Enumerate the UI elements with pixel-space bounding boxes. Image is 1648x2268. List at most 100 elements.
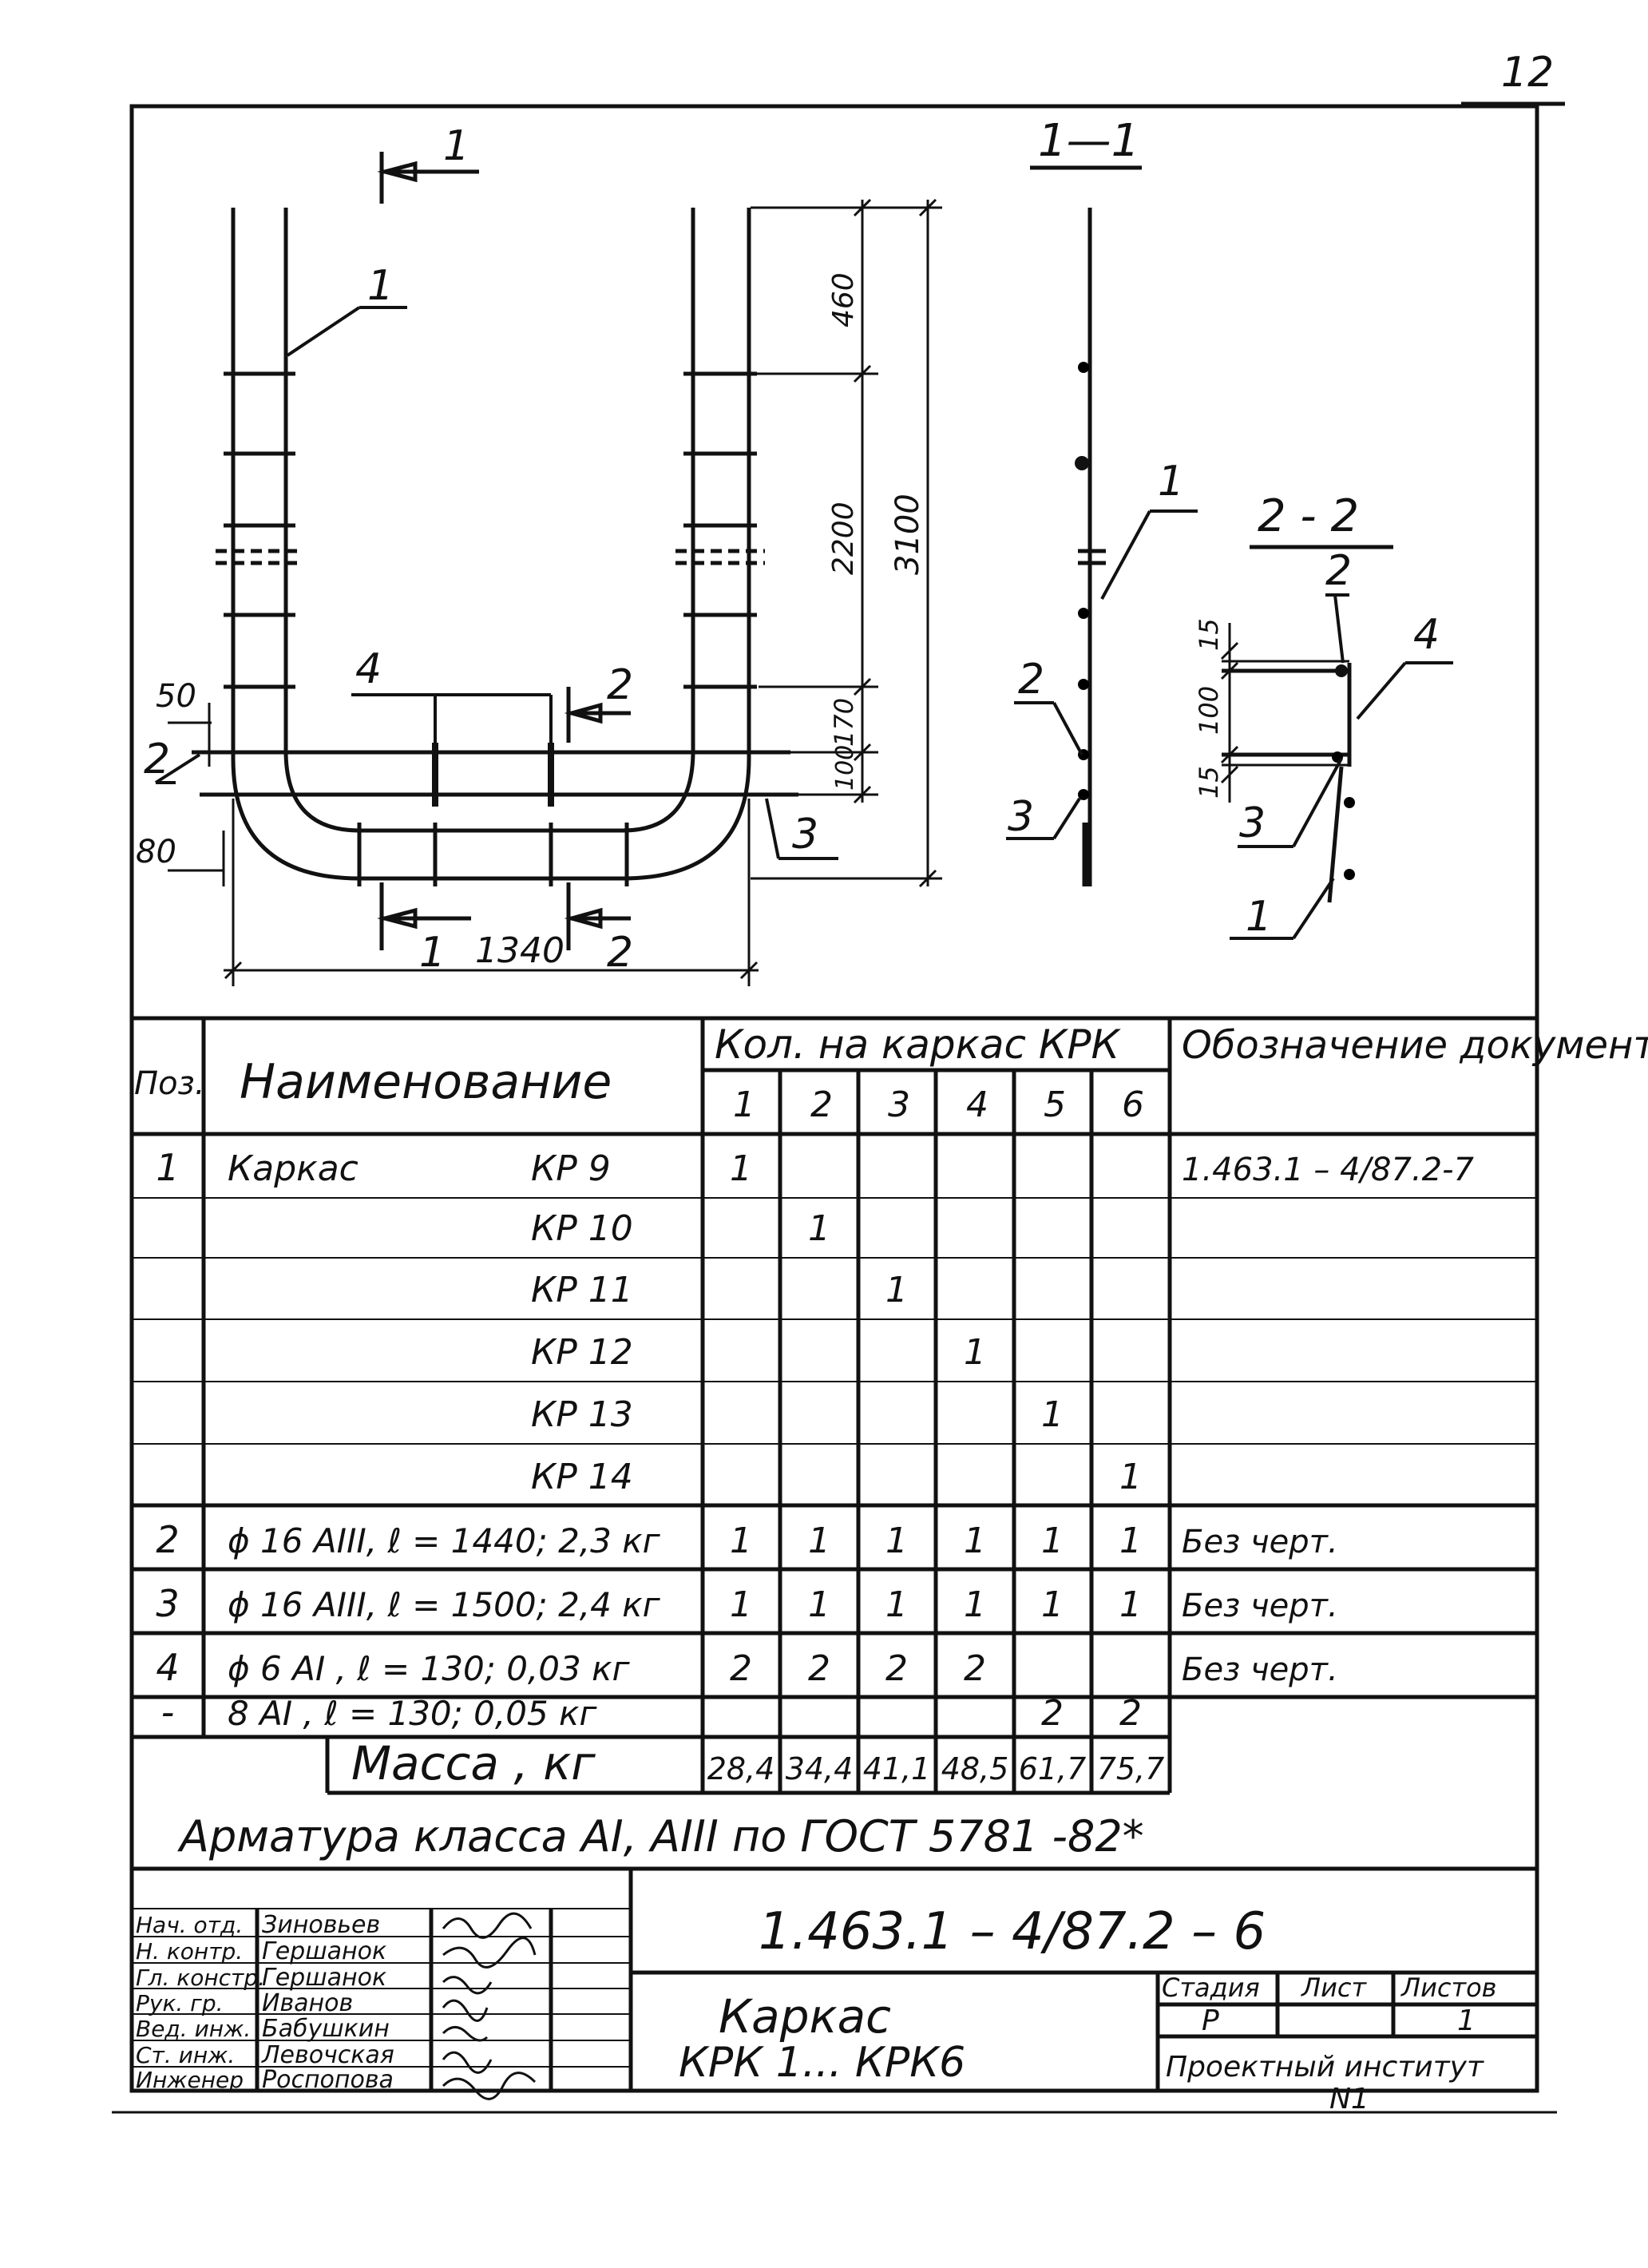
mass-value: 41,1 bbox=[863, 1751, 931, 1786]
section-1-1-title: 1—1 bbox=[1038, 115, 1139, 167]
spec-col-3: 3 bbox=[888, 1084, 910, 1125]
staff-name: Гершанок bbox=[262, 1964, 386, 1992]
staff-role: Инженер bbox=[136, 2067, 244, 2093]
dim-15-bottom: 15 bbox=[1194, 766, 1224, 799]
staff-name: Бабушкин bbox=[262, 2015, 390, 2043]
spec-row-pos: 3 bbox=[156, 1582, 179, 1625]
spec-row-qty: 1 bbox=[730, 1584, 752, 1625]
spec-row-qty: 1 bbox=[808, 1208, 830, 1249]
reinforcement-note: Арматура класса AI, AIII по ГОСТ 5781 -8… bbox=[177, 1811, 1144, 1862]
spec-row-mark: КР 11 bbox=[531, 1270, 633, 1310]
spec-col-1: 1 bbox=[733, 1084, 755, 1125]
dim-100: 100 bbox=[831, 745, 859, 791]
section-2-2-title: 2 - 2 bbox=[1258, 490, 1359, 542]
spec-header-cols: 1 2 3 4 5 6 bbox=[733, 1084, 1144, 1125]
spec-row-pos: 2 bbox=[156, 1518, 179, 1561]
staff-role: Н. контр. bbox=[136, 1938, 243, 1965]
staff-role: Вед. инж. bbox=[136, 2016, 251, 2042]
cut-label-2-bottom: 2 bbox=[607, 929, 633, 977]
spec-row-doc: Без черт. bbox=[1182, 1651, 1338, 1688]
title-line-1: Каркас bbox=[719, 1989, 891, 2044]
staff-name: Гершанок bbox=[262, 1937, 386, 1965]
sheets-label: Листов bbox=[1400, 1973, 1497, 2003]
section-2-2-label-2: 2 bbox=[1325, 547, 1352, 595]
spec-row-qty: 2 bbox=[964, 1648, 986, 1689]
dim-3100: 3100 bbox=[889, 494, 926, 575]
spec-row-qty: 1 bbox=[885, 1270, 908, 1310]
staff-role: Ст. инж. bbox=[136, 2042, 235, 2068]
leader-label-3: 3 bbox=[792, 811, 818, 858]
spec-row-qty: 1 bbox=[1119, 1584, 1142, 1625]
spec-row-pos: 1 bbox=[156, 1146, 179, 1189]
dimension-lines-2-2 bbox=[1220, 623, 1349, 803]
title-block-staff-lines bbox=[132, 1908, 631, 2068]
spec-row-qty: 1 bbox=[808, 1584, 830, 1625]
mass-value: 75,7 bbox=[1097, 1751, 1165, 1786]
section-2-2-label-3: 3 bbox=[1239, 799, 1266, 847]
spec-header-qty: Кол. на каркас КРК bbox=[715, 1021, 1122, 1068]
title-line-2: КРК 1... КРК6 bbox=[679, 2039, 965, 2087]
cut-label-1-bottom: 1 bbox=[419, 929, 446, 977]
spec-row-qty: 1 bbox=[964, 1584, 986, 1625]
mass-value: 28,4 bbox=[707, 1751, 775, 1786]
section-1-1-view bbox=[1075, 208, 1106, 886]
section-1-1-label-2: 2 bbox=[1018, 656, 1044, 704]
cut-label-1-top: 1 bbox=[443, 122, 469, 170]
spec-row-qty: 1 bbox=[885, 1584, 908, 1625]
spec-row-qty: 1 bbox=[885, 1521, 908, 1561]
leader-label-4: 4 bbox=[355, 645, 382, 693]
stage-label: Стадия bbox=[1162, 1973, 1260, 2003]
section-2-2-label-1: 1 bbox=[1246, 893, 1272, 941]
page-number: 12 bbox=[1501, 49, 1554, 97]
leader-lines-1-1 bbox=[1006, 510, 1198, 840]
section-2-2-label-4: 4 bbox=[1413, 611, 1440, 659]
staff-name: Иванов bbox=[262, 1989, 353, 2017]
section-1-1-label-3: 3 bbox=[1008, 793, 1034, 841]
main-view bbox=[192, 208, 798, 886]
dim-170: 170 bbox=[829, 698, 859, 747]
spec-row-qty: 1 bbox=[1119, 1521, 1142, 1561]
spec-header-name: Наименование bbox=[240, 1054, 612, 1110]
org-line-1: Проектный институт bbox=[1166, 2051, 1484, 2084]
signatures bbox=[442, 1912, 537, 2100]
spec-row-qty: 2 bbox=[885, 1648, 908, 1689]
sheet-frame bbox=[129, 104, 1539, 2093]
staff-role: Рук. гр. bbox=[136, 1990, 224, 2016]
spec-row-qty: 2 bbox=[808, 1648, 830, 1689]
dim-80: 80 bbox=[136, 834, 176, 870]
spec-row-doc: Без черт. bbox=[1182, 1524, 1338, 1560]
spec-table-grid bbox=[132, 1016, 1537, 1795]
staff-name: Зиновьев bbox=[262, 1911, 380, 1939]
section-cut-markers bbox=[377, 152, 631, 950]
spec-row-doc: Без черт. bbox=[1182, 1588, 1338, 1624]
spec-row-qty: 2 bbox=[730, 1648, 752, 1689]
spec-row-qty: 1 bbox=[1041, 1521, 1064, 1561]
mass-value: 61,7 bbox=[1019, 1751, 1087, 1786]
section-1-1-label-1: 1 bbox=[1158, 458, 1184, 506]
spec-col-2: 2 bbox=[810, 1084, 833, 1125]
spec-row-qty: 1 bbox=[730, 1148, 752, 1189]
dim-100-side: 100 bbox=[1194, 686, 1224, 735]
spec-row-mark: КР 12 bbox=[531, 1332, 633, 1373]
title-block-grid bbox=[132, 1866, 1537, 2091]
spec-row-qty: 1 bbox=[964, 1521, 986, 1561]
stage-value: Р bbox=[1202, 2004, 1219, 2037]
staff-role: Гл. констр. bbox=[136, 1965, 265, 1991]
spec-row-name: 8 AI , ℓ = 130; 0,05 кг bbox=[228, 1694, 597, 1733]
spec-row-mark: КР 9 bbox=[531, 1148, 611, 1189]
leader-lines-main bbox=[154, 306, 838, 860]
dimension-lines-main bbox=[168, 198, 942, 986]
staff-name: Роспопова bbox=[262, 2066, 394, 2094]
mass-value: 34,4 bbox=[786, 1751, 854, 1786]
spec-row-qty: 1 bbox=[1119, 1457, 1142, 1497]
spec-row-pos: - bbox=[161, 1691, 175, 1734]
spec-row-qty: 1 bbox=[730, 1521, 752, 1561]
spec-header-pos: Поз. bbox=[134, 1065, 205, 1102]
spec-row-name: Каркас bbox=[228, 1148, 359, 1189]
mass-label: Масса , кг bbox=[351, 1736, 596, 1790]
spec-row-mark: КР 14 bbox=[531, 1457, 633, 1497]
spec-row-mark: КР 13 bbox=[531, 1394, 633, 1435]
